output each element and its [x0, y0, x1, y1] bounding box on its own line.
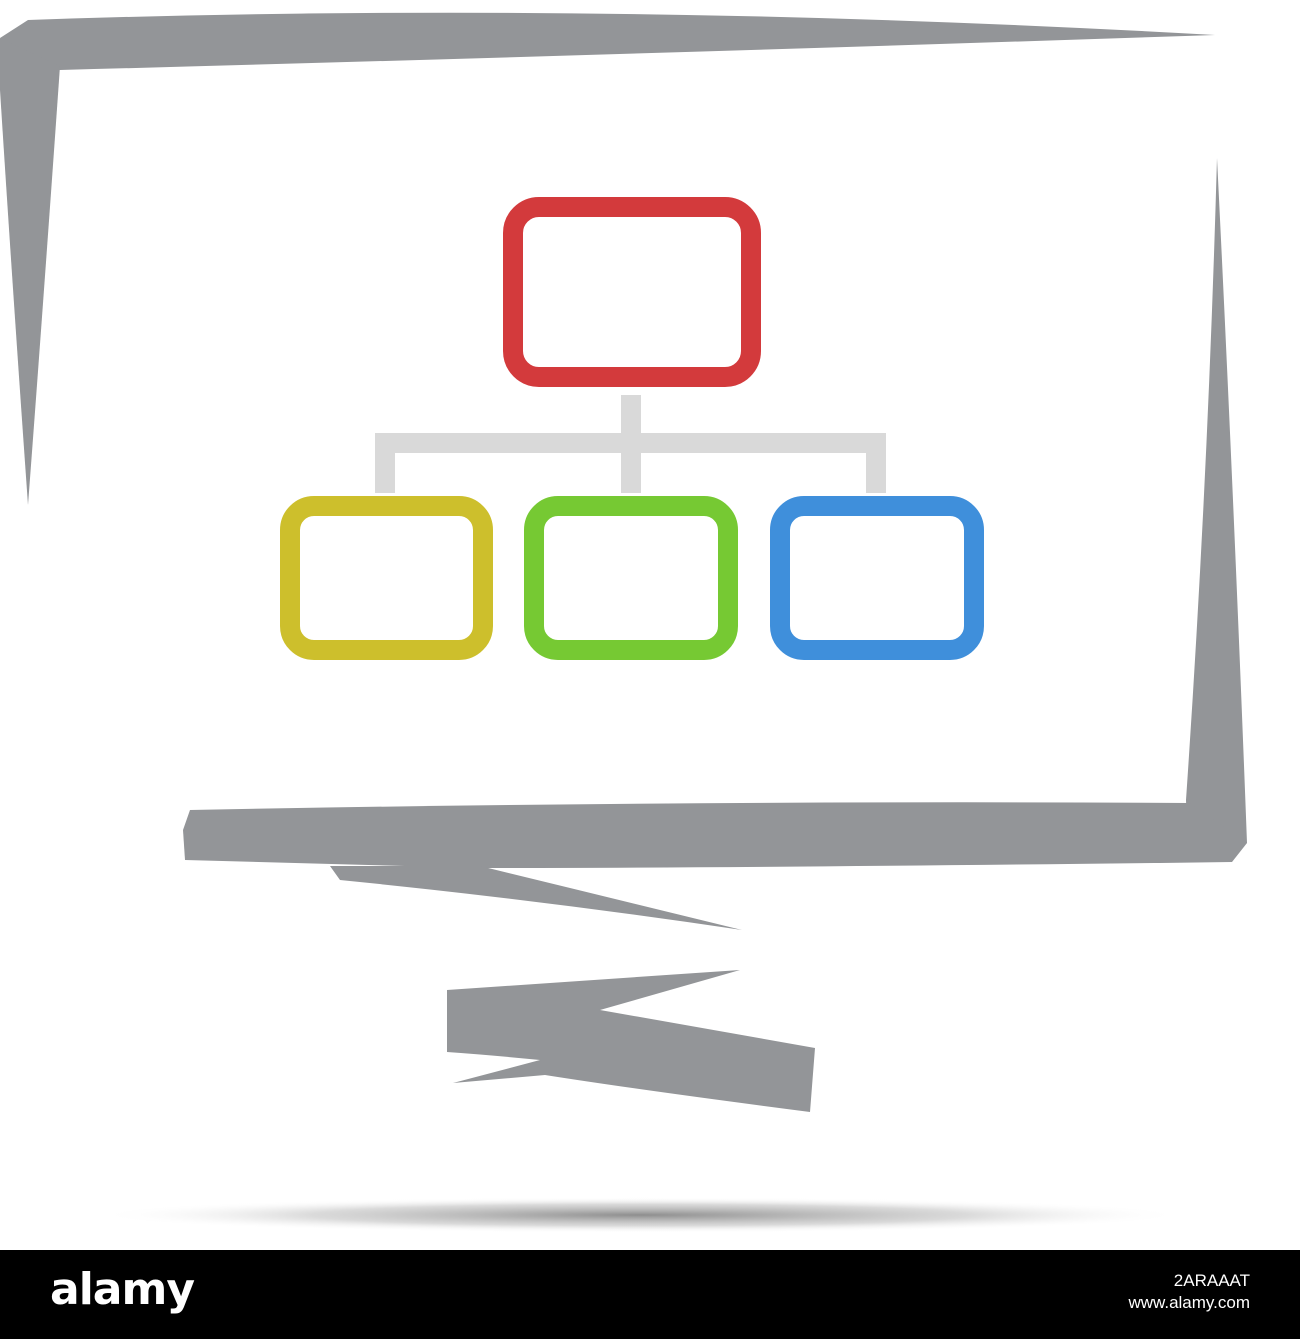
connector-left-drop [375, 433, 395, 493]
connector-crossbar [375, 433, 886, 453]
image-id: 2ARAAAT [1173, 1271, 1250, 1290]
frame-bottom-stroke [183, 802, 1247, 868]
frame-left-stroke [0, 38, 60, 505]
org-chart-child-box-3 [770, 496, 984, 660]
org-chart-child-box-2 [524, 496, 738, 660]
org-chart-child-box-1 [280, 496, 493, 660]
site-url: www.alamy.com [1128, 1293, 1250, 1312]
org-chart-icon [280, 197, 984, 660]
monitor-frame [0, 12, 1247, 1112]
org-chart-connectors [375, 395, 886, 493]
ground-shadow [95, 1197, 1185, 1233]
frame-right-stroke [1186, 158, 1247, 860]
watermark-footer: alamy 2ARAAAT www.alamy.com [0, 1250, 1300, 1339]
alamy-logo: alamy [50, 1264, 195, 1315]
connector-right-drop [866, 433, 886, 493]
stand-upper-stroke [330, 866, 742, 930]
footer-meta: 2ARAAAT www.alamy.com [1128, 1270, 1250, 1314]
stand-base-stroke [447, 970, 815, 1112]
org-chart-top-box [503, 197, 761, 387]
frame-top-stroke [0, 12, 1215, 70]
monitor-illustration [0, 12, 1247, 1233]
